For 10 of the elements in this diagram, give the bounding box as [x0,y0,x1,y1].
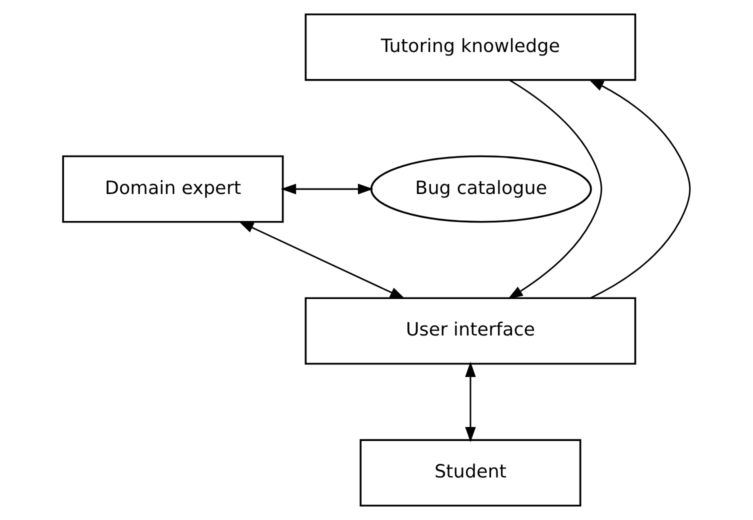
arrow [465,362,476,442]
arrow [588,79,691,299]
node-box: User interface [304,297,636,365]
node-box: Student [360,439,582,507]
node-box: Domain expert [62,155,284,223]
node-ellipse: Bug catalogue [370,155,592,223]
arrow [508,79,602,300]
arrow [238,221,406,299]
arrow [280,184,374,194]
node-box: Tutoring knowledge [304,13,636,81]
